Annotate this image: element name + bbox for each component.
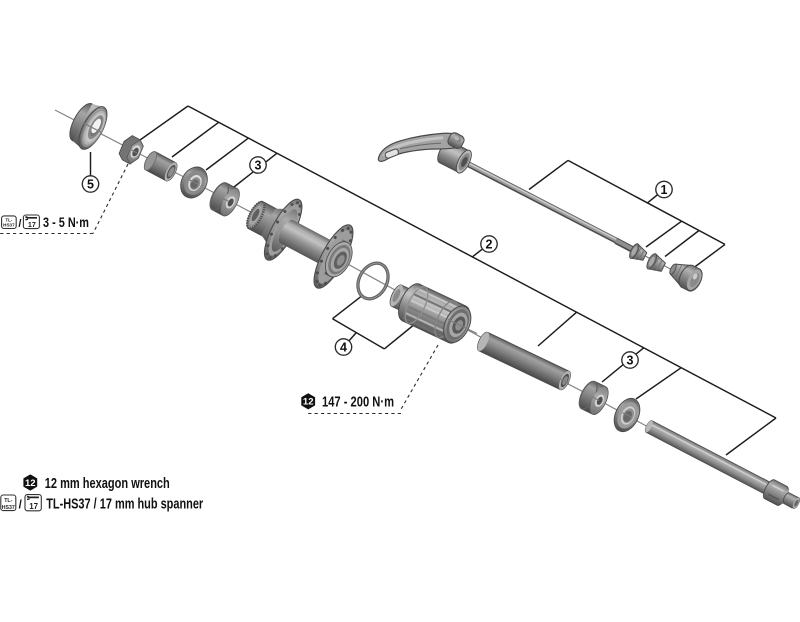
svg-text:3: 3 <box>255 158 262 172</box>
svg-text:TL-: TL- <box>5 218 13 223</box>
svg-text:2: 2 <box>486 237 493 251</box>
svg-text:1: 1 <box>661 183 668 197</box>
svg-text:147 - 200 N·m: 147 - 200 N·m <box>322 395 394 411</box>
svg-text:5: 5 <box>87 177 94 191</box>
svg-text:3 - 5 N·m: 3 - 5 N·m <box>43 215 89 230</box>
svg-text:HS37: HS37 <box>2 505 15 511</box>
svg-text:12: 12 <box>303 397 314 408</box>
svg-text:HS37: HS37 <box>3 223 15 228</box>
svg-text:12 mm hexagon wrench: 12 mm hexagon wrench <box>45 476 170 492</box>
svg-text:TL-: TL- <box>4 498 12 504</box>
svg-text:/: / <box>18 218 21 230</box>
svg-text:12: 12 <box>25 478 36 489</box>
svg-text:17: 17 <box>29 502 38 511</box>
svg-text:4: 4 <box>340 340 347 354</box>
svg-text:3: 3 <box>627 353 634 367</box>
svg-text:/: / <box>19 500 23 512</box>
svg-text:17: 17 <box>28 220 36 229</box>
svg-text:TL-HS37 / 17 mm hub spanner: TL-HS37 / 17 mm hub spanner <box>46 497 203 513</box>
